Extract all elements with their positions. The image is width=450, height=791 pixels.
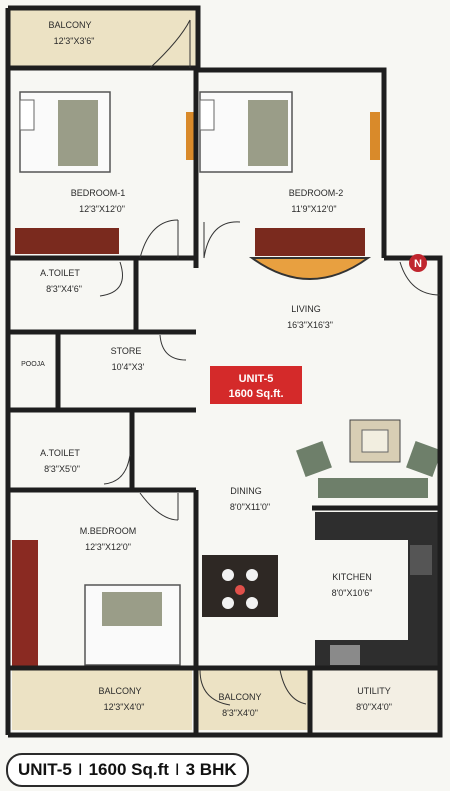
bedroom2-dims: 11'9"X12'0" xyxy=(291,204,336,214)
balcony-top-floor xyxy=(10,10,196,67)
footer-type: 3 BHK xyxy=(185,760,237,779)
dining-table xyxy=(202,555,278,617)
bedroom2-name: BEDROOM-2 xyxy=(289,188,344,198)
living-dims: 16'3"X16'3" xyxy=(287,320,333,330)
bed-bedroom1 xyxy=(19,91,111,173)
dining-dims: 8'0"X11'0" xyxy=(230,502,270,512)
balcony-mid-dims: 8'3"X4'0" xyxy=(222,708,258,718)
north-label: N xyxy=(414,258,422,270)
master-bedroom-name: M.BEDROOM xyxy=(80,526,137,536)
stove xyxy=(410,545,432,575)
bedroom1-name: BEDROOM-1 xyxy=(71,188,126,198)
footer-unit: UNIT-5 xyxy=(18,760,72,779)
toilet1-name: A.TOILET xyxy=(40,268,80,278)
master-bedroom-dims: 12'3"X12'0" xyxy=(85,542,131,552)
utility-floor xyxy=(310,670,440,730)
bedroom1-dims: 12'3"X12'0" xyxy=(79,204,125,214)
kitchen-dims: 8'0"X10'6" xyxy=(332,588,373,598)
north-marker: N xyxy=(409,254,427,272)
kitchen-counter xyxy=(315,512,438,668)
wardrobe-bedroom2 xyxy=(255,228,365,256)
utility-name: UTILITY xyxy=(357,686,391,696)
unit-badge-line2: 1600 Sq.ft. xyxy=(228,388,283,400)
floor-plan: N UNIT-5 1600 Sq.ft. BALCONY 12'3"X3'6" … xyxy=(5,5,443,738)
balcony-left-floor xyxy=(12,670,192,730)
living-name: LIVING xyxy=(291,304,321,314)
toilet2-name: A.TOILET xyxy=(40,448,80,458)
footer-separator-2: I xyxy=(174,760,180,779)
window-bedroom2 xyxy=(370,112,380,160)
balcony-top-dims: 12'3"X3'6" xyxy=(54,36,95,46)
kitchen-sink xyxy=(330,645,360,665)
footer-area: 1600 Sq.ft xyxy=(88,760,169,779)
toilet2-dims: 8'3"X5'0" xyxy=(44,464,80,474)
window-bedroom1 xyxy=(186,112,196,160)
door-swings xyxy=(99,19,441,706)
toilet1-dims: 8'3"X4'6" xyxy=(46,284,82,294)
store-name: STORE xyxy=(111,346,142,356)
bay-window xyxy=(248,257,372,280)
balcony-top-name: BALCONY xyxy=(48,20,91,30)
balcony-mid-name: BALCONY xyxy=(218,692,261,702)
pooja-name: POOJA xyxy=(21,361,45,368)
dining-name: DINING xyxy=(230,486,262,496)
bed-master xyxy=(84,584,181,666)
sofa-set xyxy=(296,419,442,498)
balcony-left-name: BALCONY xyxy=(98,686,141,696)
balcony-left-dims: 12'3"X4'0" xyxy=(104,702,145,712)
unit-badge: UNIT-5 1600 Sq.ft. xyxy=(210,366,302,404)
utility-dims: 8'0"X4'0" xyxy=(356,702,392,712)
unit-badge-line1: UNIT-5 xyxy=(239,373,274,385)
kitchen-name: KITCHEN xyxy=(332,572,372,582)
bed-bedroom2 xyxy=(199,91,293,173)
unit-summary-badge: UNIT-5 I 1600 Sq.ft I 3 BHK xyxy=(6,753,249,787)
wardrobe-master xyxy=(12,540,38,668)
wardrobe-bedroom1 xyxy=(15,228,119,254)
balcony-mid-floor xyxy=(194,670,310,730)
store-dims: 10'4"X3' xyxy=(112,362,145,372)
footer-separator-1: I xyxy=(77,760,83,779)
